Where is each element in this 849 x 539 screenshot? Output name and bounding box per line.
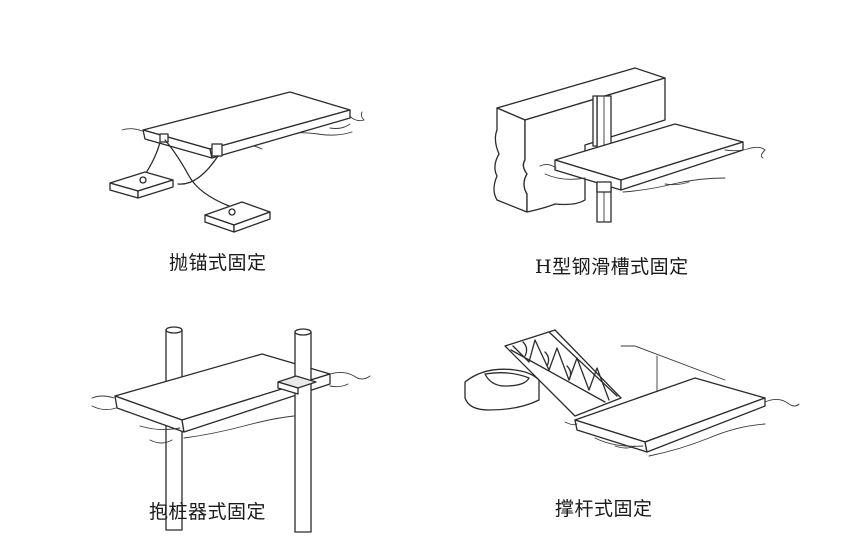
caption-h-steel-fixing: H型钢滑槽式固定: [535, 256, 689, 278]
caption-strut-fixing: 撑杆式固定: [555, 498, 653, 520]
panel-strut-fixing: 撑杆式固定: [425, 270, 849, 539]
pile-clamp-fixing-illustration: [91, 326, 371, 533]
panel-anchor-fixing: 抛锚式固定: [0, 0, 425, 274]
caption-pile-clamp-fixing: 抱桩器式固定: [149, 501, 267, 523]
caption-anchor-fixing: 抛锚式固定: [169, 252, 267, 274]
pile-right: [294, 331, 312, 533]
panel-h-steel-fixing: H型钢滑槽式固定: [425, 0, 849, 278]
panel-pile-clamp-fixing: 抱桩器式固定: [0, 270, 425, 539]
h-steel-fixing-illustration: [493, 67, 766, 223]
strut-fixing-illustration: [464, 329, 800, 457]
anchor-fixing-illustration: [109, 91, 365, 233]
